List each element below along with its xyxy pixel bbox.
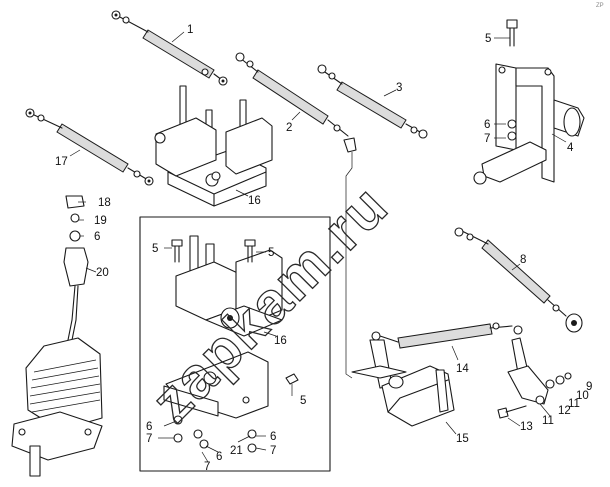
cable-14 [371,322,523,349]
callout-18: 18 [98,197,111,209]
lever-9-12 [497,337,572,419]
callout-7-inset-a: 7 [146,433,152,445]
callout-20: 20 [96,267,109,279]
callout-13: 13 [520,421,533,433]
callout-15: 15 [456,433,469,445]
callout-16-inset: 16 [274,335,287,347]
callout-7-inset-c: 7 [270,445,276,457]
callout-4: 4 [567,142,574,154]
callout-5-inset-bolt: 5 [300,395,306,407]
lever-15 [351,339,455,427]
callout-2: 2 [286,122,292,134]
cable-1 [111,10,228,86]
callout-11-b: 11 [542,415,554,427]
callout-6-inset-a: 6 [146,421,152,433]
callout-12: 12 [558,405,571,417]
callout-8: 8 [520,254,526,266]
callouts: 1 2 3 4 5 6 7 8 9 10 11 12 11 13 14 15 1… [55,24,592,473]
callout-9: 9 [586,381,592,393]
callout-5-inset-right: 5 [268,247,274,259]
shift-lever-20 [63,195,89,351]
bracket-4 [473,63,585,185]
bracket-16-inset [163,235,299,419]
bracket-16-top [154,85,273,207]
callout-5-top: 5 [485,33,491,45]
callout-6-inset-c: 6 [270,431,276,443]
callout-3: 3 [396,82,402,94]
bolt-5 [506,19,518,141]
detail-inset-frame [139,216,331,472]
link-line [345,152,353,379]
callout-14: 14 [456,363,469,375]
callout-10: 10 [576,390,589,402]
leader-lines [69,31,567,463]
callout-21: 21 [230,445,243,457]
callout-6-inset-b: 6 [216,451,222,463]
callout-6-top: 6 [484,119,490,131]
callout-1: 1 [187,24,193,36]
callout-16-top: 16 [248,195,261,207]
cable-8 [454,227,583,333]
callout-6-left: 6 [94,231,100,243]
cable-3 [317,64,428,139]
callout-11-a: 11 [568,398,580,410]
callout-7-top: 7 [484,133,490,145]
corner-mark: ZP [596,3,604,9]
callout-7-inset-b: 7 [204,461,210,473]
callout-17: 17 [55,156,68,168]
gear-boot [11,337,103,477]
cable-17 [25,108,154,186]
callout-19: 19 [94,215,107,227]
inset-bolts [171,239,257,453]
cable-2 [235,52,357,153]
callout-5-inset-left: 5 [152,243,158,255]
